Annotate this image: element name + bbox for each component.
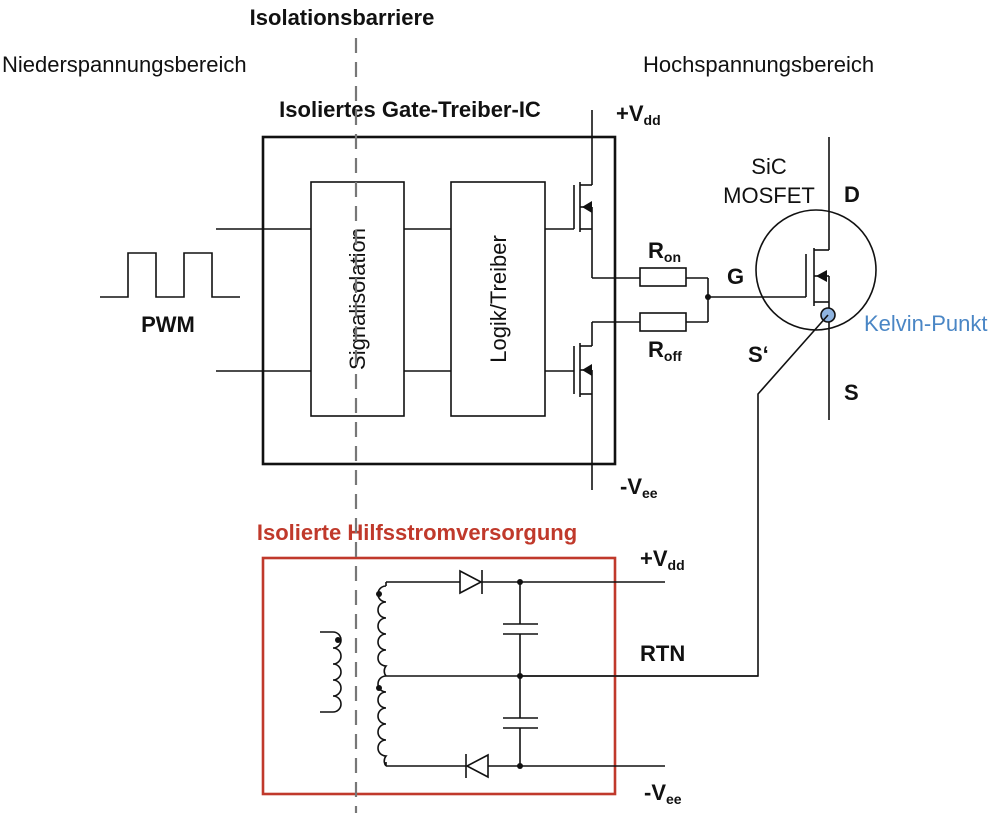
signal-isolation-block bbox=[310, 181, 405, 417]
source-label: S bbox=[844, 380, 859, 405]
kelvin-point-label: Kelvin-Punkt bbox=[864, 311, 988, 336]
r-off-resistor bbox=[639, 312, 687, 332]
r-on-label: Ron bbox=[648, 238, 681, 265]
supply-vee-label: -Vee bbox=[644, 780, 682, 807]
logic-driver-block bbox=[450, 181, 546, 417]
high-side-transistor bbox=[573, 182, 592, 232]
primary-winding bbox=[320, 631, 342, 713]
kelvin-source-label: S‘ bbox=[748, 342, 769, 367]
output-wiring bbox=[591, 110, 806, 490]
supply-vdd-label: +Vdd bbox=[640, 546, 685, 573]
gate-driver-ic: Isoliertes Gate-Treiber-IC Signalisolati… bbox=[216, 97, 617, 466]
isolation-barrier-title: Isolationsbarriere bbox=[250, 5, 435, 30]
sic-mosfet: SiC MOSFET G D S S‘ Kelvin-Punkt bbox=[723, 137, 988, 420]
pwm-waveform: PWM bbox=[100, 252, 240, 337]
mosfet-circle bbox=[755, 209, 877, 331]
r-off-label: Roff bbox=[648, 337, 682, 364]
supply-rtn-label: RTN bbox=[640, 641, 685, 666]
high-voltage-region-label: Hochspannungsbereich bbox=[643, 52, 874, 77]
r-on-resistor bbox=[639, 267, 687, 287]
mosfet-label-sic: SiC bbox=[751, 154, 787, 179]
signal-isolation-label: Signalisolation bbox=[345, 228, 370, 370]
gate-driver-box bbox=[261, 135, 617, 466]
supply-title: Isolierte Hilfsstromversorgung bbox=[257, 520, 577, 545]
upper-diode bbox=[459, 569, 483, 595]
gate-driver-title: Isoliertes Gate-Treiber-IC bbox=[279, 97, 541, 122]
pwm-label: PWM bbox=[141, 312, 195, 337]
driver-vdd-label: +Vdd bbox=[616, 101, 661, 128]
lower-diode bbox=[465, 753, 489, 779]
gate-label: G bbox=[727, 264, 744, 289]
kelvin-return-wire bbox=[520, 314, 829, 677]
logic-driver-label: Logik/Treiber bbox=[486, 235, 511, 363]
low-voltage-region-label: Niederspannungsbereich bbox=[2, 52, 247, 77]
drain-label: D bbox=[844, 182, 860, 207]
low-side-transistor bbox=[573, 343, 592, 397]
driver-vee-label: -Vee bbox=[620, 474, 658, 501]
isolated-supply: Isolierte Hilfsstromversorgung bbox=[257, 520, 758, 807]
secondary-winding-upper bbox=[377, 585, 388, 677]
mosfet-label-type: MOSFET bbox=[723, 183, 815, 208]
secondary-winding-lower bbox=[377, 675, 388, 767]
